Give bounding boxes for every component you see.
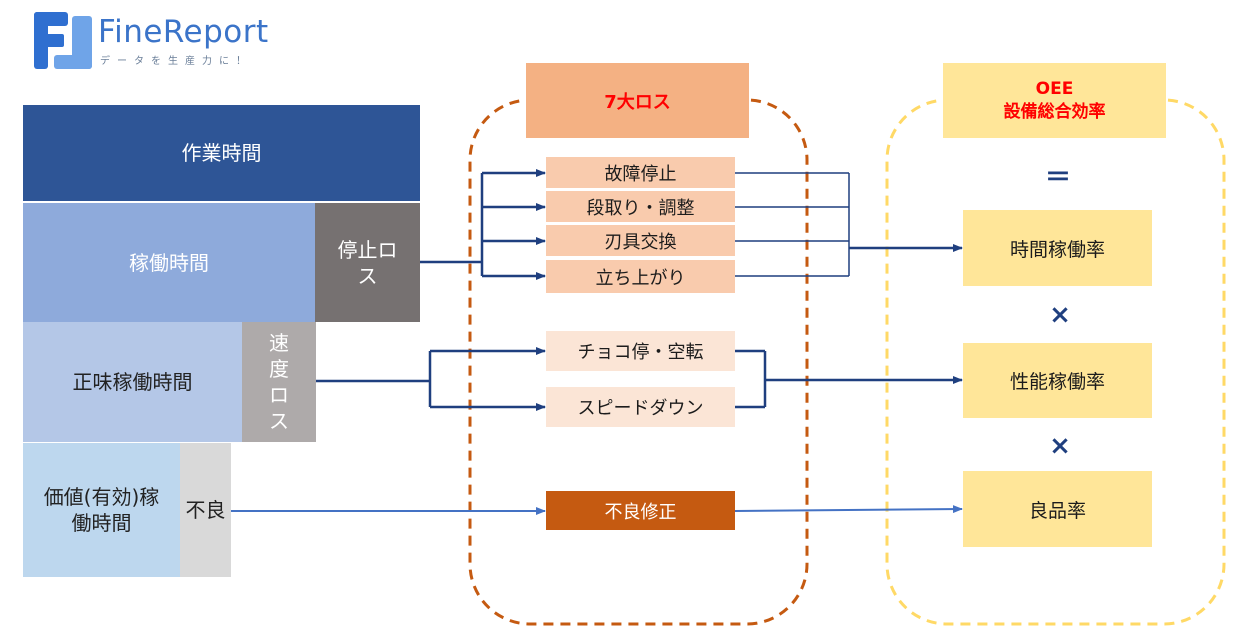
speed-loss-block: 速度ロス (242, 322, 316, 442)
work-time-block: 作業時間 (23, 105, 420, 201)
equals-sign: ＝ (1044, 162, 1071, 193)
performance-box: 性能稼働率 (963, 343, 1152, 418)
loss-item-startup: 立ち上がり (546, 260, 735, 293)
loss-item-setup-adjustment: 段取り・調整 (546, 191, 735, 222)
logo-tagline: データを生産力に！ (100, 56, 253, 67)
value-operating-time-block: 価値(有効)稼働時間 (23, 443, 180, 577)
net-operating-time-block: 正味稼働時間 (23, 322, 242, 442)
availability-box: 時間稼働率 (963, 210, 1152, 286)
quality-box: 良品率 (963, 471, 1152, 547)
loss-item-defect-rework: 不良修正 (546, 491, 735, 530)
defect-block: 不良 (180, 443, 231, 577)
loss-item-minor-stops-idling: チョコ停・空転 (546, 331, 735, 371)
operating-time-block: 稼働時間 (23, 203, 315, 322)
oee-header-line1: OEE (1035, 79, 1074, 100)
loss-item-breakdown: 故障停止 (546, 157, 735, 188)
logo-text: FineReport (98, 14, 269, 50)
times-sign-1: × (1049, 300, 1071, 330)
stop-loss-block: 停止ロス (315, 203, 420, 322)
loss-item-tool-change: 刃具交換 (546, 225, 735, 256)
finereport-logo-icon (34, 12, 92, 69)
oee-header: OEE 設備総合効率 (943, 63, 1166, 138)
oee-header-line2: 設備総合効率 (1003, 101, 1106, 122)
loss-item-speed-down: スピードダウン (546, 387, 735, 427)
times-sign-2: × (1049, 431, 1071, 461)
seven-loss-header: 7大ロス (526, 63, 749, 138)
